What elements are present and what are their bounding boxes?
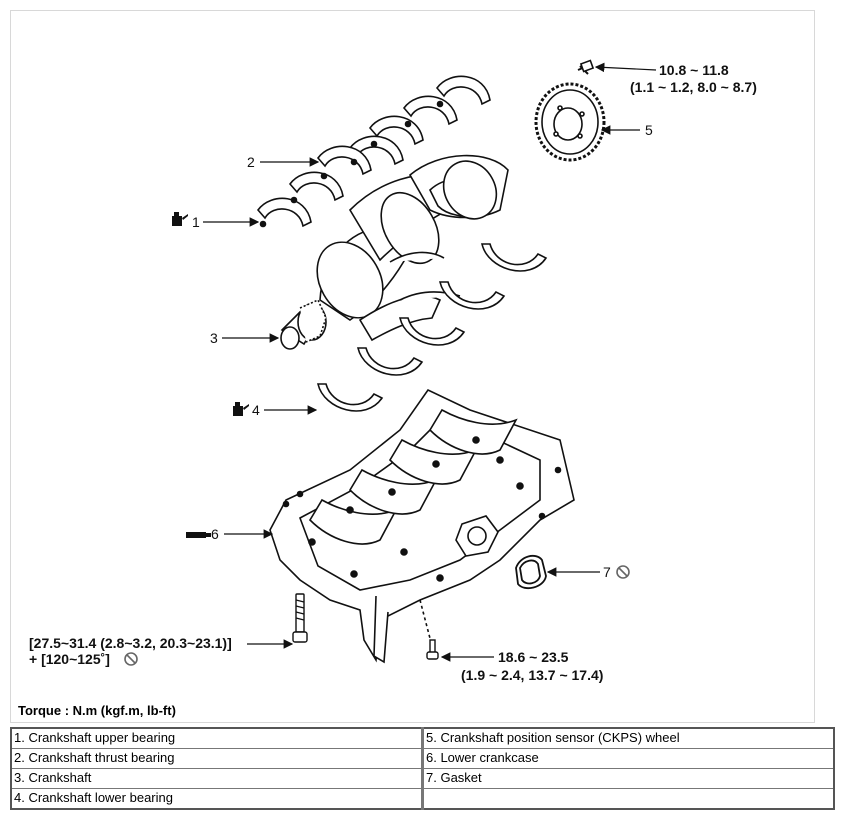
legend-item: 2. Crankshaft thrust bearing [10, 748, 423, 769]
legend-item: 7. Gasket [421, 768, 835, 789]
legend-row: 4. Crankshaft lower bearing [10, 788, 835, 810]
legend-row: 3. Crankshaft 7. Gasket [10, 768, 835, 789]
legend-item: 6. Lower crankcase [421, 748, 835, 769]
callout-6: 6 [211, 526, 219, 542]
lower-bearings [316, 243, 548, 412]
torque-main-bolt-line2: + [120~125˚] [29, 651, 110, 667]
do-not-reuse-icon [616, 565, 630, 579]
torque-ckps-bolt-line2: (1.1 ~ 1.2, 8.0 ~ 8.7) [630, 79, 757, 95]
legend-row: 2. Crankshaft thrust bearing 6. Lower cr… [10, 748, 835, 769]
callout-4: 4 [252, 402, 260, 418]
legend-item: 1. Crankshaft upper bearing [10, 727, 423, 749]
legend-row: 1. Crankshaft upper bearing 5. Crankshaf… [10, 727, 835, 749]
oil-can-icon [172, 212, 188, 226]
gasket [515, 554, 547, 590]
legend-item: 4. Crankshaft lower bearing [10, 788, 423, 810]
callout-5: 5 [645, 122, 653, 138]
crankcase-bolt [426, 639, 439, 660]
sealant-tube-icon [186, 532, 211, 538]
parts-legend-table: 1. Crankshaft upper bearing 5. Crankshaf… [10, 727, 835, 810]
upper-bearings [256, 75, 491, 228]
legend-item: 3. Crankshaft [10, 768, 423, 789]
torque-crankcase-bolt-line1: 18.6 ~ 23.5 [498, 649, 569, 665]
callout-3: 3 [210, 330, 218, 346]
torque-crankcase-bolt-line2: (1.9 ~ 2.4, 13.7 ~ 17.4) [461, 667, 603, 683]
torque-main-bolt-line1: [27.5~31.4 (2.8~3.2, 20.3~23.1)] [29, 635, 232, 651]
legend-item [421, 788, 835, 810]
do-not-reuse-icon [124, 652, 138, 666]
lower-crankcase [269, 388, 575, 664]
legend-item: 5. Crankshaft position sensor (CKPS) whe… [421, 727, 835, 749]
crankshaft [280, 154, 509, 350]
ckps-wheel [534, 59, 606, 162]
callout-1: 1 [192, 214, 200, 230]
leader-lines [203, 62, 657, 662]
main-bolt [292, 593, 308, 643]
exploded-view-diagram: 1 2 3 4 5 6 7 10.8 ~ 11.8 (1.1 ~ 1.2, 8.… [29, 59, 757, 683]
torque-units-note: Torque : N.m (kgf.m, lb-ft) [18, 703, 176, 718]
torque-ckps-bolt-line1: 10.8 ~ 11.8 [659, 62, 729, 78]
oil-can-icon [233, 402, 249, 416]
callout-7: 7 [603, 564, 611, 580]
callout-2: 2 [247, 154, 255, 170]
